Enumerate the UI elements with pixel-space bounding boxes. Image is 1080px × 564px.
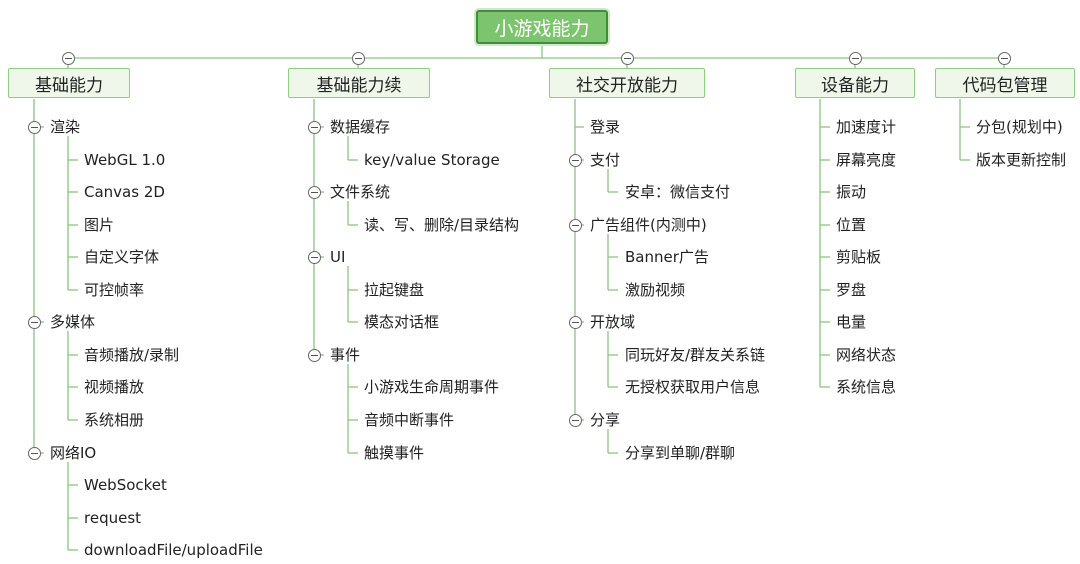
node-rw-delete[interactable]: 读、写、删除/目录结构	[364, 216, 520, 234]
node-websocket[interactable]: WebSocket	[84, 476, 167, 494]
node-brightness[interactable]: 屏幕亮度	[836, 151, 897, 169]
collapse-toggle-icon[interactable]	[308, 251, 321, 264]
node-android-pay[interactable]: 安卓：微信支付	[625, 183, 731, 201]
node-compass[interactable]: 罗盘	[836, 281, 867, 299]
node-clipboard[interactable]: 剪贴板	[836, 248, 882, 266]
category-device[interactable]: 设备能力	[795, 68, 915, 98]
node-audio-interrupt[interactable]: 音频中断事件	[364, 411, 455, 429]
node-request[interactable]: request	[84, 509, 142, 527]
node-kv-storage[interactable]: key/value Storage	[364, 151, 500, 169]
collapse-toggle-icon[interactable]	[849, 52, 862, 65]
node-canvas2d[interactable]: Canvas 2D	[84, 183, 165, 201]
node-audio[interactable]: 音频播放/录制	[84, 346, 180, 364]
collapse-toggle-icon[interactable]	[998, 52, 1011, 65]
node-user-info[interactable]: 无授权获取用户信息	[625, 378, 761, 396]
node-album[interactable]: 系统相册	[84, 411, 145, 429]
root-node[interactable]: 小游戏能力	[476, 10, 608, 44]
node-reward-video[interactable]: 激励视频	[625, 281, 686, 299]
category-basic-cont[interactable]: 基础能力续	[288, 68, 430, 98]
collapse-toggle-icon[interactable]	[308, 121, 321, 134]
node-battery[interactable]: 电量	[836, 313, 867, 331]
node-friend-chain[interactable]: 同玩好友/群友关系链	[625, 346, 766, 364]
collapse-toggle-icon[interactable]	[28, 121, 41, 134]
node-video[interactable]: 视频播放	[84, 378, 145, 396]
collapse-toggle-icon[interactable]	[352, 52, 365, 65]
collapse-toggle-icon[interactable]	[569, 316, 582, 329]
node-multimedia[interactable]: 多媒体	[50, 313, 96, 331]
collapse-toggle-icon[interactable]	[569, 219, 582, 232]
node-location[interactable]: 位置	[836, 216, 867, 234]
node-share-target[interactable]: 分享到单聊/群聊	[625, 444, 736, 462]
node-frame-rate[interactable]: 可控帧率	[84, 281, 145, 299]
node-modal[interactable]: 模态对话框	[364, 313, 440, 331]
collapse-toggle-icon[interactable]	[569, 414, 582, 427]
node-accelerometer[interactable]: 加速度计	[836, 118, 897, 136]
node-file-system[interactable]: 文件系统	[330, 183, 391, 201]
collapse-toggle-icon[interactable]	[308, 186, 321, 199]
node-network-status[interactable]: 网络状态	[836, 346, 897, 364]
node-data-cache[interactable]: 数据缓存	[330, 118, 391, 136]
category-social[interactable]: 社交开放能力	[549, 68, 705, 98]
collapse-toggle-icon[interactable]	[621, 52, 634, 65]
node-rendering[interactable]: 渲染	[50, 118, 81, 136]
node-vibration[interactable]: 振动	[836, 183, 867, 201]
node-lifecycle[interactable]: 小游戏生命周期事件	[364, 378, 500, 396]
node-payment[interactable]: 支付	[590, 151, 621, 169]
node-custom-font[interactable]: 自定义字体	[84, 248, 160, 266]
collapse-toggle-icon[interactable]	[28, 316, 41, 329]
node-system-info[interactable]: 系统信息	[836, 378, 897, 396]
collapse-toggle-icon[interactable]	[62, 52, 75, 65]
node-download-upload[interactable]: downloadFile/uploadFile	[84, 541, 263, 559]
node-version-update[interactable]: 版本更新控制	[976, 151, 1067, 169]
category-basic[interactable]: 基础能力	[8, 68, 130, 98]
node-ad-component[interactable]: 广告组件(内测中)	[590, 216, 707, 234]
node-banner[interactable]: Banner广告	[625, 248, 709, 266]
node-subpackage[interactable]: 分包(规划中)	[976, 118, 1063, 136]
node-network-io[interactable]: 网络IO	[50, 444, 97, 462]
node-keyboard[interactable]: 拉起键盘	[364, 281, 425, 299]
collapse-toggle-icon[interactable]	[308, 349, 321, 362]
node-events[interactable]: 事件	[330, 346, 361, 364]
node-open-domain[interactable]: 开放域	[590, 313, 636, 331]
node-image[interactable]: 图片	[84, 216, 115, 234]
collapse-toggle-icon[interactable]	[569, 154, 582, 167]
node-webgl[interactable]: WebGL 1.0	[84, 151, 166, 169]
node-login[interactable]: 登录	[590, 118, 621, 136]
node-ui[interactable]: UI	[330, 248, 346, 266]
node-share[interactable]: 分享	[590, 411, 621, 429]
category-package[interactable]: 代码包管理	[935, 68, 1075, 98]
collapse-toggle-icon[interactable]	[28, 447, 41, 460]
node-touch[interactable]: 触摸事件	[364, 444, 425, 462]
